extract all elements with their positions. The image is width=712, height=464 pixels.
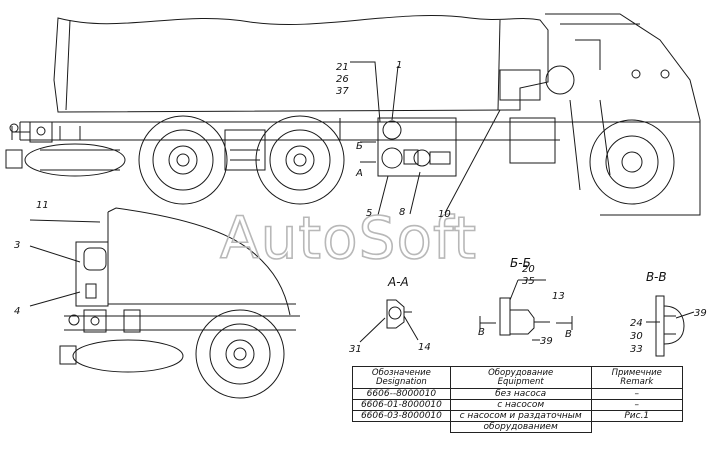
table-row: 6606-03-8000010 с насосом и раздаточным … xyxy=(352,410,683,422)
callout-33: 33 xyxy=(630,344,643,355)
callout-labels: 21 26 37 1 Б A 5 8 10 11 3 4 31 14 20 35… xyxy=(14,60,707,355)
callout-14: 14 xyxy=(418,342,431,353)
detail-wheel xyxy=(195,309,285,399)
callout-10: 10 xyxy=(438,209,451,220)
cell-designation: 6606--8000010 xyxy=(352,388,451,400)
section-vv xyxy=(646,295,695,357)
detail-hitch xyxy=(59,309,141,365)
table-header-row: Обозначение Designation Оборудование Equ… xyxy=(352,366,683,389)
callout-11: 11 xyxy=(36,200,49,211)
cell-equipment: без насоса xyxy=(449,388,592,400)
section-bb xyxy=(479,279,573,341)
header-remark: Примечние Remark xyxy=(590,366,683,389)
chassis-frame xyxy=(19,121,700,141)
callout-b-marker-right: B xyxy=(565,329,572,340)
callout-5: 5 xyxy=(366,208,372,219)
rear-hitch xyxy=(5,121,53,169)
callout-37: 37 xyxy=(336,86,349,97)
cell-remark xyxy=(591,422,683,433)
callout-26: 26 xyxy=(336,74,349,85)
cell-designation: 6606-01-8000010 xyxy=(352,399,451,411)
specification-table: Обозначение Designation Оборудование Equ… xyxy=(352,366,683,433)
callout-21: 21 xyxy=(336,62,349,73)
callout-b-left: Б xyxy=(356,141,363,152)
callout-20: 20 xyxy=(522,264,535,275)
watermark: AutoSoft xyxy=(220,204,477,272)
table-row: оборудованием xyxy=(353,421,683,433)
side-tank xyxy=(24,143,126,177)
callout-3: 3 xyxy=(14,240,20,251)
callout-a-left: A xyxy=(355,168,363,179)
truck-cab xyxy=(499,13,701,216)
table-row: 6606-01-8000010 с насосом – xyxy=(352,399,683,411)
suspension xyxy=(224,129,266,171)
rear-wheel-1 xyxy=(138,115,228,205)
detail-tank-outline xyxy=(107,207,291,316)
callout-13: 13 xyxy=(552,291,565,302)
callout-8: 8 xyxy=(399,207,405,218)
rear-detail-view xyxy=(29,207,300,399)
cell-remark: Рис.1 xyxy=(590,410,683,422)
section-title-vv: B-B xyxy=(646,270,667,284)
section-title-bb: Б-Б xyxy=(510,256,531,270)
pump-assembly xyxy=(377,117,457,177)
cell-equipment: с насосом и раздаточным xyxy=(449,410,592,422)
header-equipment: Оборудование Equipment xyxy=(449,366,592,389)
callout-24: 24 xyxy=(630,318,643,329)
callout-39-bb: 39 xyxy=(540,336,553,347)
callout-31: 31 xyxy=(349,344,362,355)
tanker-truck-side-view xyxy=(5,13,701,216)
cell-remark: – xyxy=(590,399,683,411)
callout-35: 35 xyxy=(522,276,535,287)
header-designation: Обозначение Designation xyxy=(352,366,451,389)
section-title-aa: A-A xyxy=(387,275,409,289)
cell-designation xyxy=(353,422,451,433)
cell-designation: 6606-03-8000010 xyxy=(352,410,451,422)
callout-b-marker-left: B xyxy=(478,327,485,338)
table-row: 6606--8000010 без насоса – xyxy=(352,388,683,400)
cell-remark: – xyxy=(590,388,683,400)
callout-30: 30 xyxy=(630,331,643,342)
rear-wheel-2 xyxy=(255,115,345,205)
cell-equipment: с насосом xyxy=(449,399,592,411)
section-aa xyxy=(359,299,419,343)
tank-outline xyxy=(53,15,549,113)
front-wheel xyxy=(589,119,675,205)
callout-4: 4 xyxy=(14,306,20,317)
callout-1: 1 xyxy=(396,60,402,71)
callout-39-vv: 39 xyxy=(694,308,707,319)
detail-side-tank xyxy=(72,339,184,373)
cell-equipment: оборудованием xyxy=(449,421,592,433)
